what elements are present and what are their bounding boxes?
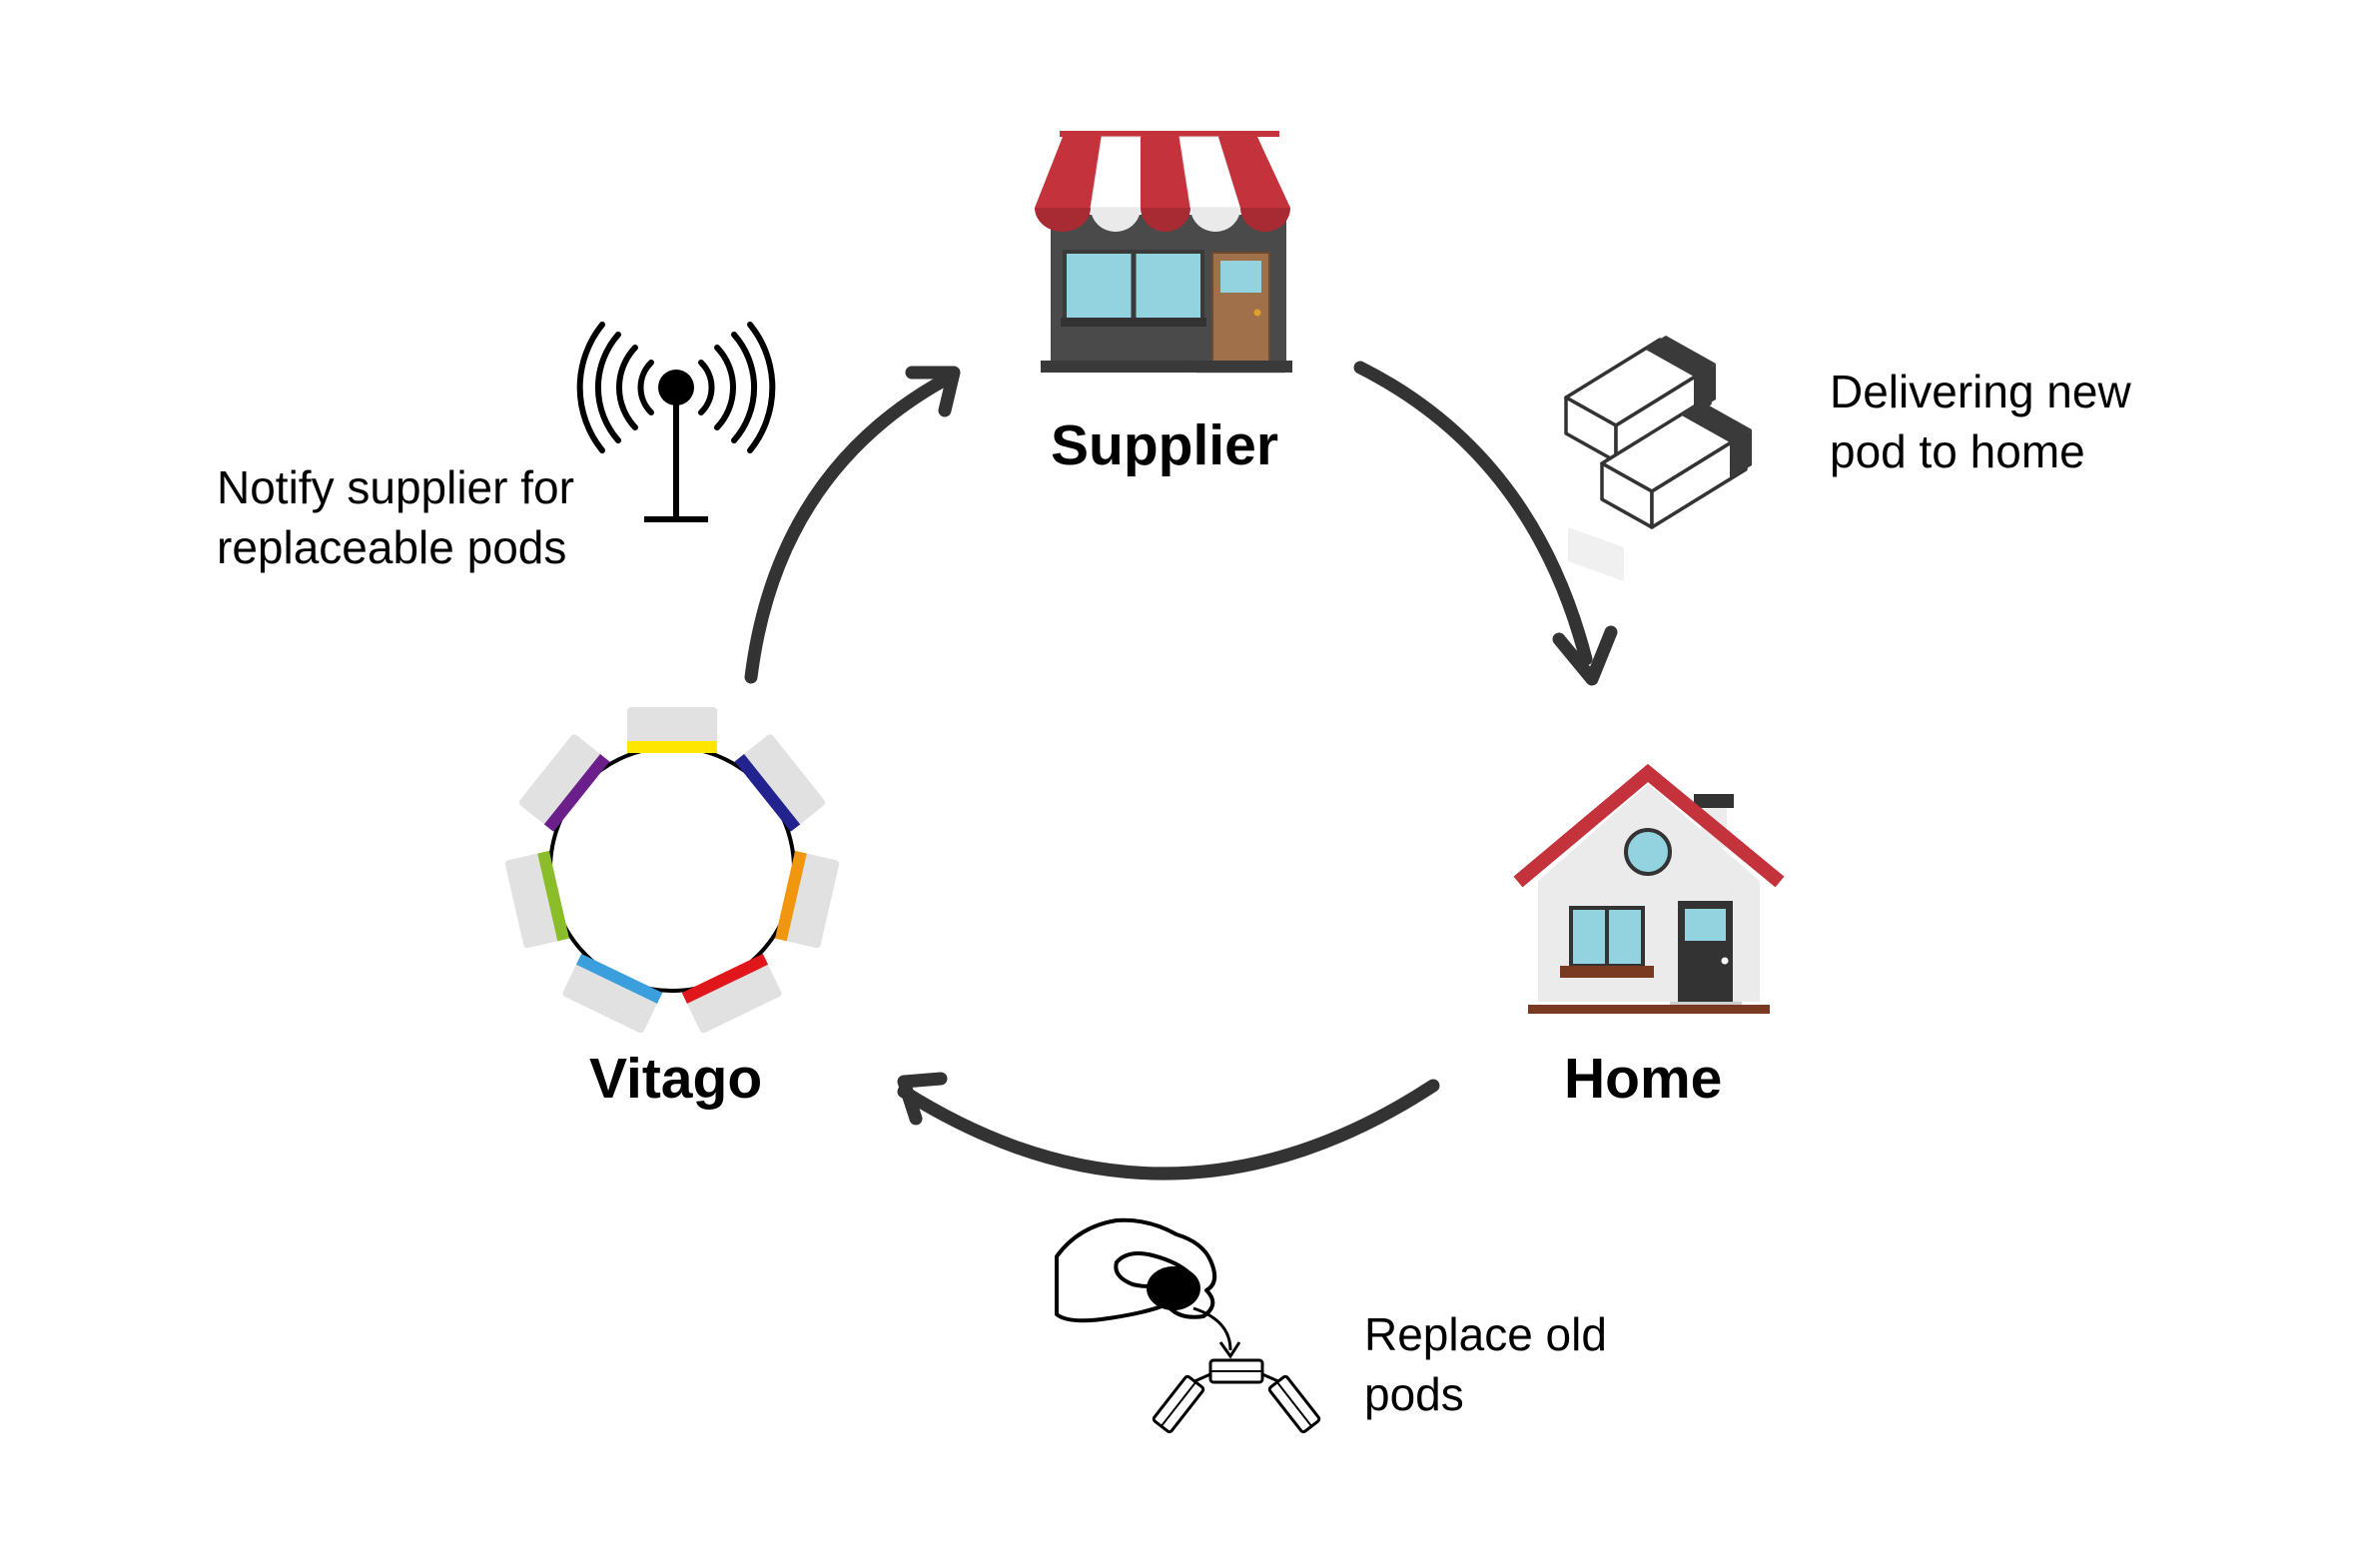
replace-step-label: Replace old pods: [1364, 1304, 1607, 1424]
home-label: Home: [1564, 1047, 1723, 1111]
house-icon: [1513, 763, 1785, 1014]
vitago-label: Vitago: [589, 1047, 763, 1111]
vitago-pod: [775, 850, 840, 949]
deliver-step-label: Delivering new pod to home: [1830, 362, 2131, 481]
notify-step-line-1: Notify supplier for: [217, 461, 574, 513]
supplier-label: Supplier: [1051, 413, 1279, 477]
notify-step-line-2: replaceable pods: [217, 521, 567, 573]
arrow-home-to-vitago: [897, 1072, 1440, 1180]
notify-step-label: Notify supplier for replaceable pods: [217, 457, 574, 577]
vitago-pod: [627, 707, 717, 753]
vitago-pod: [562, 953, 663, 1034]
pods-package-icon: [1564, 336, 1752, 581]
vitago-pod: [518, 734, 610, 832]
vitago-pod: [681, 953, 782, 1034]
deliver-step-line-1: Delivering new: [1830, 366, 2131, 417]
vitago-pod: [734, 734, 826, 832]
vitago-pod: [504, 850, 569, 949]
hand-replace-pod-icon: [1055, 1217, 1321, 1434]
vitago-ring-icon: [504, 707, 840, 1034]
deliver-step-line-2: pod to home: [1830, 425, 2085, 477]
arrow-supplier-to-home: [1353, 361, 1618, 686]
antenna-signal-icon: [576, 322, 776, 522]
replace-step-line-1: Replace old: [1364, 1308, 1607, 1360]
arrow-vitago-to-supplier: [744, 366, 961, 684]
store-icon: [1035, 131, 1292, 374]
replace-step-line-2: pods: [1364, 1368, 1464, 1420]
